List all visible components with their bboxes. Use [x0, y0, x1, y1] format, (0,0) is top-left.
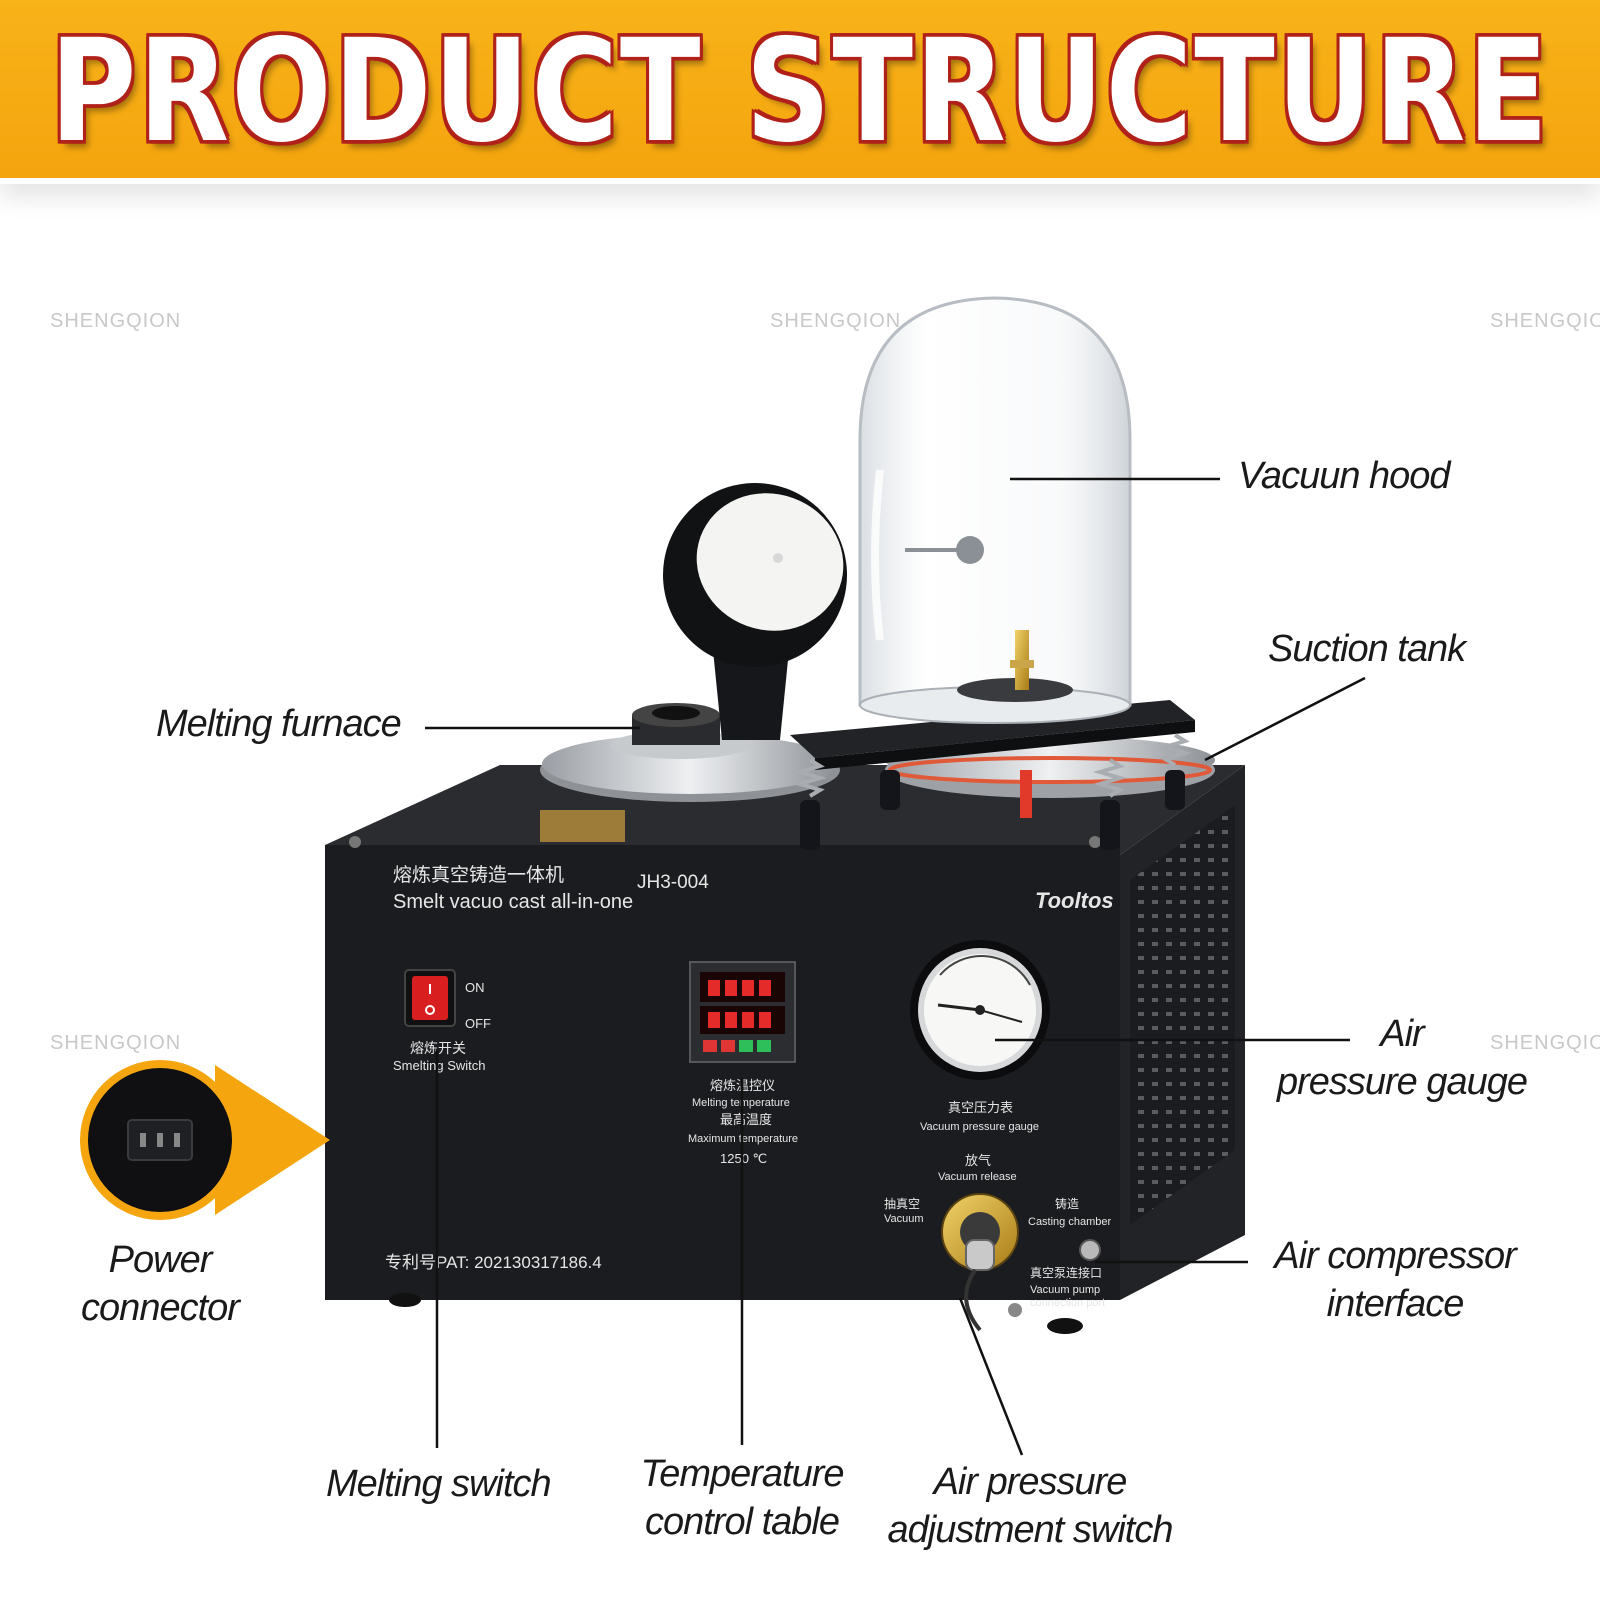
vacuum-pressure-gauge	[910, 940, 1050, 1080]
casting-cn: 铸造	[1055, 1196, 1079, 1211]
release-cn: 放气	[965, 1153, 991, 1168]
max-temp-value: 1250 ℃	[720, 1151, 767, 1166]
release-en: Vacuum release	[938, 1171, 1017, 1183]
watermark: SHENGQION	[770, 310, 902, 332]
smelting-switch	[404, 969, 456, 1027]
machine-body	[325, 765, 1245, 1334]
label-air-compressor-line2: interface	[1326, 1283, 1465, 1325]
switch-off-label: OFF	[465, 1016, 491, 1031]
leader-suction-tank	[1204, 676, 1366, 762]
label-air-pressure-adjustment-switch: Air pressure adjustment switch	[870, 1458, 1190, 1554]
title-banner: PRODUCT STRUCTURE	[0, 0, 1600, 184]
air-pressure-knob	[941, 1193, 1101, 1332]
vacuum-hood	[858, 296, 1132, 724]
watermark: SHENGQION	[1490, 1032, 1600, 1054]
pump-en-1: Vacuum pump	[1030, 1284, 1100, 1296]
label-air-compressor-interface: Air compressor interface	[1260, 1232, 1530, 1328]
switch-label-cn: 熔炼开关	[410, 1040, 466, 1056]
max-temp-cn: 最高温度	[720, 1112, 772, 1127]
gauge-label-cn: 真空压力表	[948, 1100, 1013, 1115]
label-melting-switch: Melting switch	[326, 1463, 552, 1505]
leader-lines	[425, 477, 1366, 1456]
label-air-pressure-gauge-line1: Air	[1380, 1013, 1424, 1055]
panel-title-cn: 熔炼真空铸造一体机	[393, 864, 564, 886]
label-air-pressure-switch-line2: adjustment switch	[887, 1509, 1173, 1551]
label-air-pressure-gauge-line2: pressure gauge	[1276, 1061, 1528, 1103]
watermark: SHENGQION	[50, 1032, 182, 1054]
switch-label-en: Smelting Switch	[393, 1058, 485, 1073]
leader-air-pressure-switch	[958, 1297, 1024, 1456]
vacuum-en: Vacuum	[884, 1213, 924, 1225]
watermark: SHENGQION	[1490, 310, 1600, 332]
patent-number: 专利号PAT: 202130317186.4	[385, 1253, 602, 1272]
pump-en-2: connection port	[1030, 1297, 1105, 1309]
melting-furnace	[540, 483, 847, 802]
label-power-connector: Power connector	[60, 1236, 260, 1332]
pump-cn: 真空泵连接口	[1030, 1265, 1102, 1280]
label-power-connector-line1: Power	[108, 1239, 213, 1281]
label-temperature-control-table: Temperature control table	[622, 1450, 862, 1546]
gauge-label-en: Vacuum pressure gauge	[920, 1121, 1039, 1133]
temperature-controller	[689, 961, 796, 1063]
label-power-connector-line2: connector	[81, 1287, 240, 1329]
page-title: PRODUCT STRUCTURE	[49, 8, 1551, 174]
label-suction-tank: Suction tank	[1268, 628, 1466, 670]
label-air-compressor-line1: Air compressor	[1274, 1235, 1517, 1277]
watermark: SHENGQION	[50, 310, 182, 332]
panel-model: JH3-004	[637, 872, 709, 893]
vacuum-cn: 抽真空	[884, 1197, 920, 1211]
label-temperature-line2: control table	[644, 1501, 840, 1543]
label-temperature-line1: Temperature	[640, 1453, 844, 1495]
label-melting-furnace: Melting furnace	[156, 703, 402, 745]
panel-title-en: Smelt vacuo cast all-in-one	[393, 891, 633, 913]
casting-en: Casting chamber	[1028, 1216, 1111, 1228]
switch-on-label: ON	[465, 980, 485, 995]
label-air-pressure-switch-line1: Air pressure	[933, 1461, 1128, 1503]
power-connector-inset	[80, 1060, 330, 1220]
label-vacuum-hood: Vacuun hood	[1238, 455, 1451, 497]
label-air-pressure-gauge: Air pressure gauge	[1262, 1010, 1542, 1106]
panel-text: 熔炼真空铸造一体机 JH3-004 Smelt vacuo cast all-i…	[385, 864, 1114, 1309]
brand-logo: Tooltos	[1035, 888, 1114, 913]
